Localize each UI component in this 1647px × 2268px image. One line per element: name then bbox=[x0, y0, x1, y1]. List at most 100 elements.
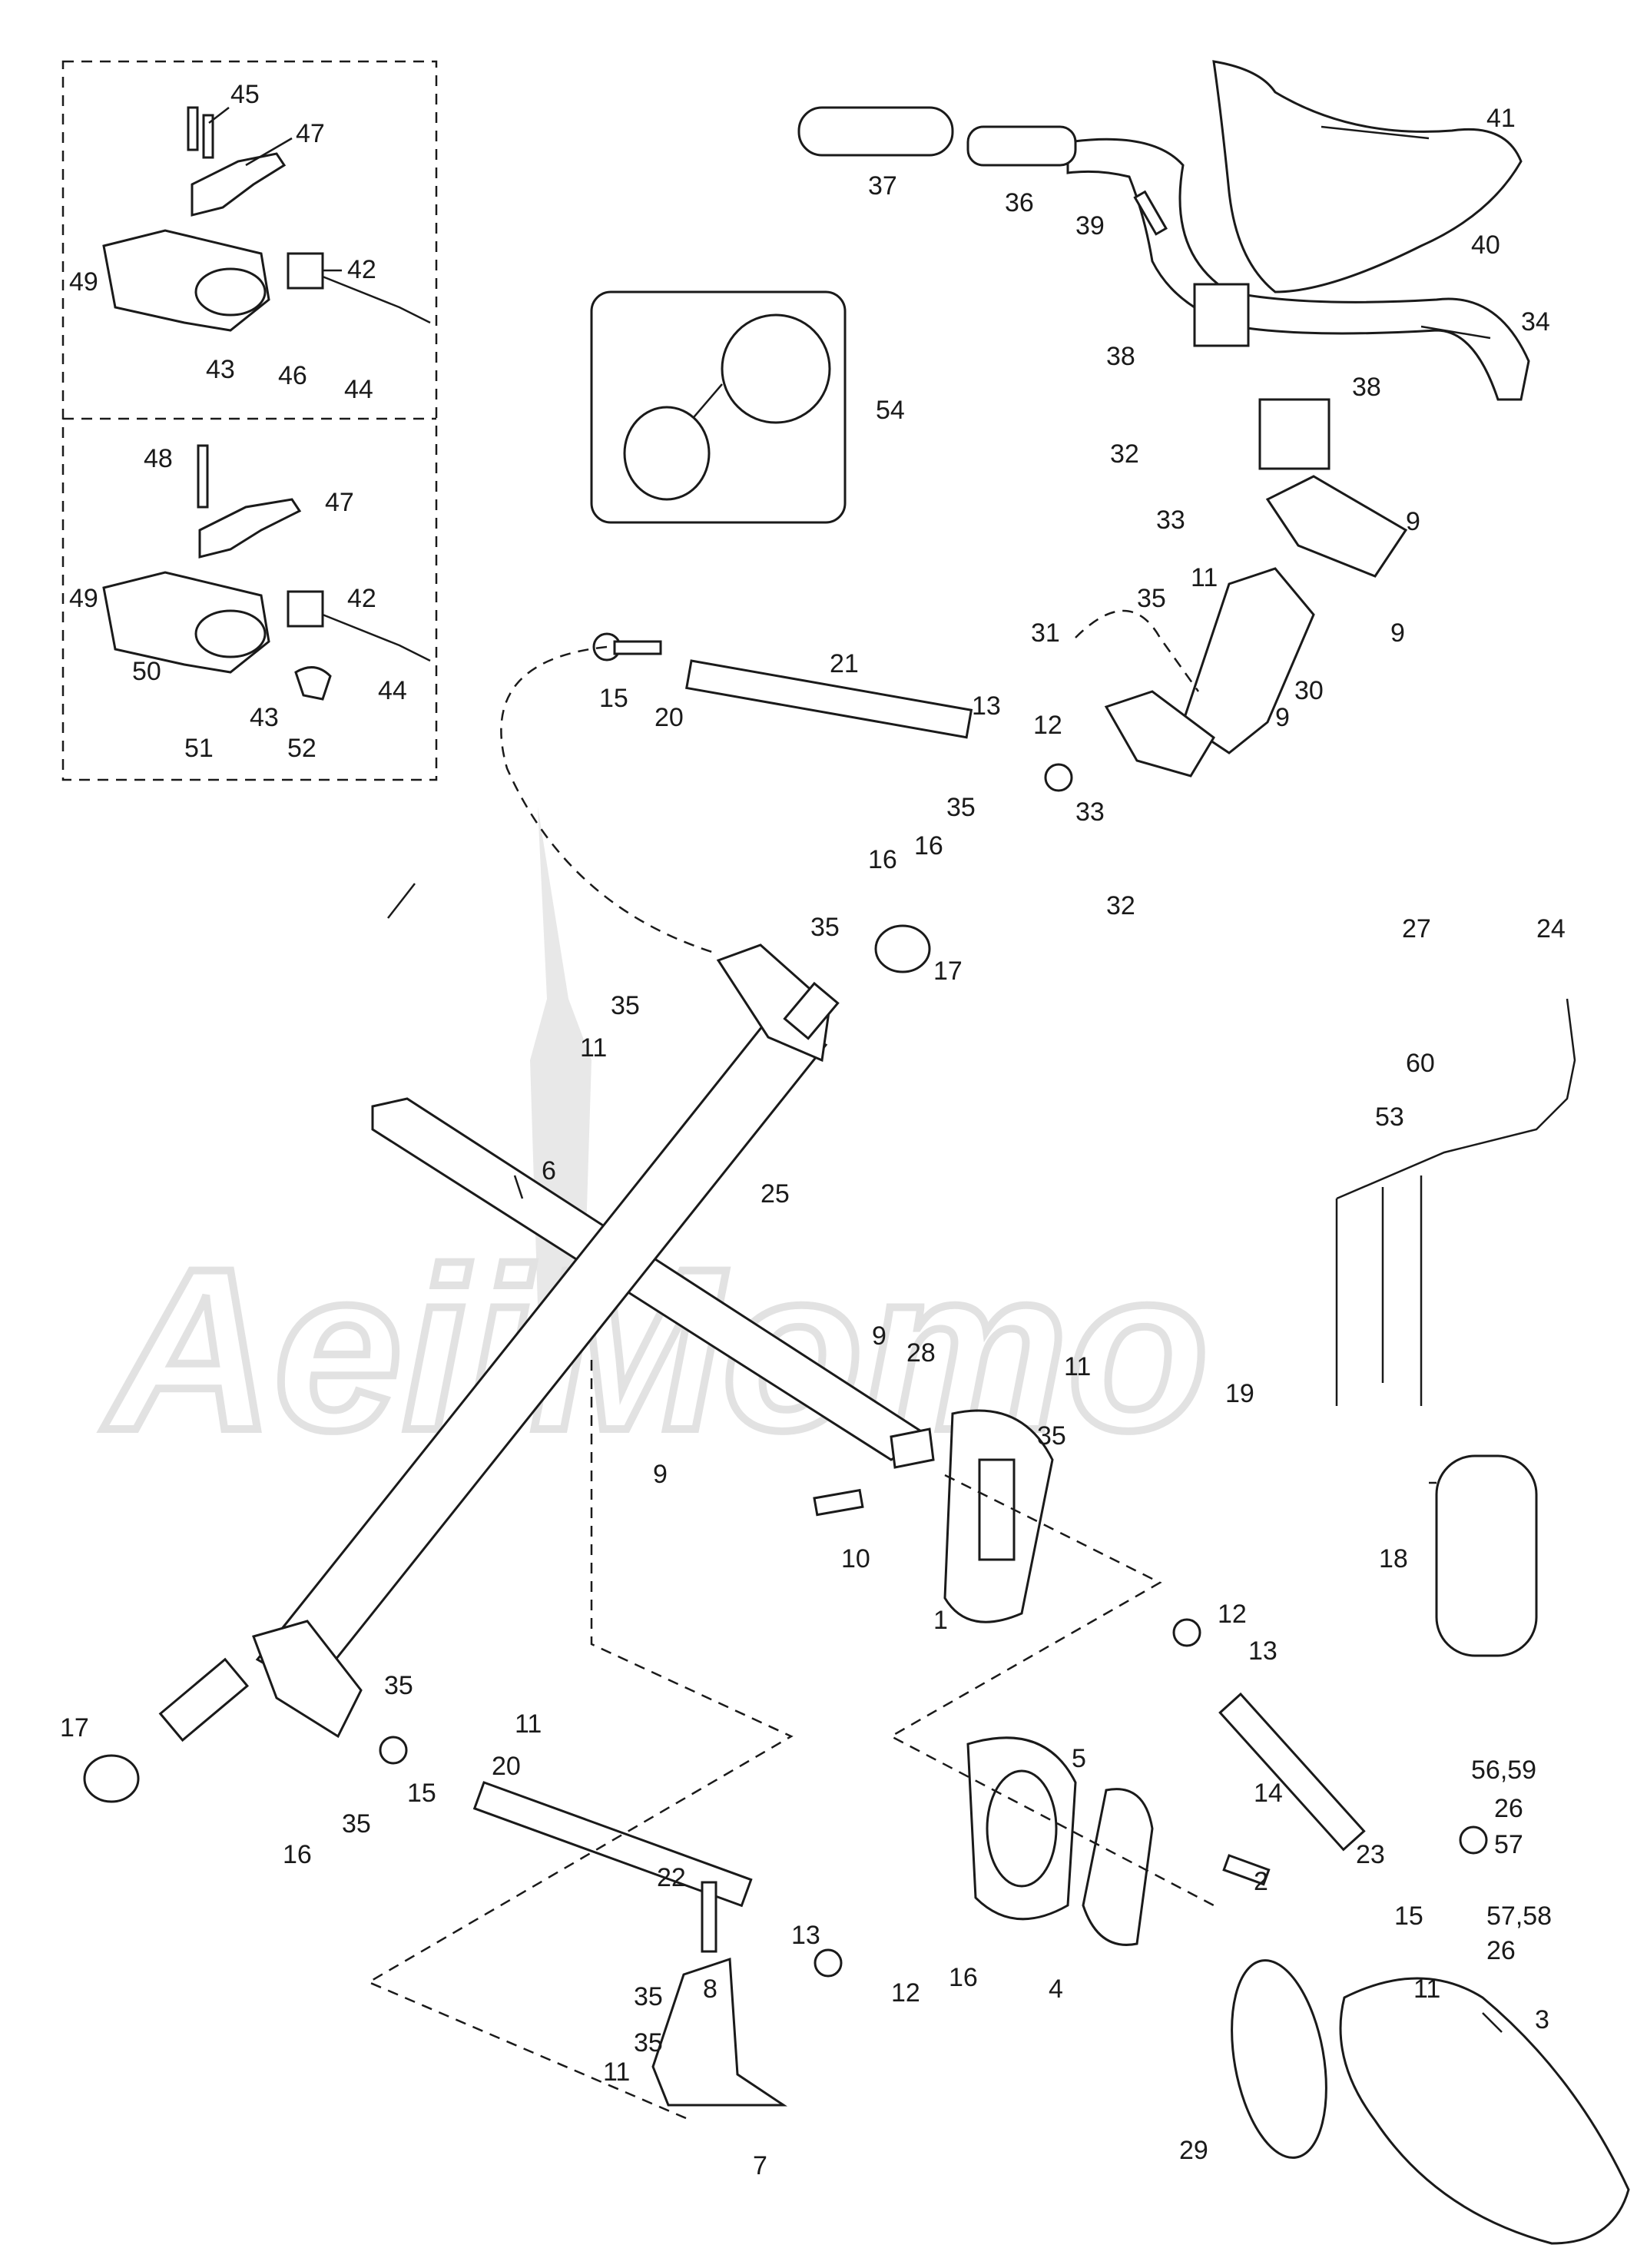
callout-labels: 45 47 42 49 43 46 44 48 47 49 42 50 43 4… bbox=[60, 80, 1566, 2180]
callout-label: 11 bbox=[515, 1709, 542, 1739]
callout-label: 35 bbox=[634, 1982, 663, 2011]
leader-47a bbox=[245, 137, 293, 167]
boot-3 bbox=[1339, 1977, 1630, 2245]
callout-label: 16 bbox=[283, 1840, 312, 1869]
cross-tube-end bbox=[890, 1427, 935, 1469]
rod-end-shank-15a bbox=[613, 640, 662, 655]
bolt-8 bbox=[701, 1881, 717, 1953]
tie-rod-14 bbox=[1218, 1692, 1366, 1852]
steering-flange bbox=[1104, 690, 1215, 778]
steering-bracket-30 bbox=[1181, 567, 1315, 754]
callout-label: 16 bbox=[868, 845, 897, 874]
callout-label: 60 bbox=[1406, 1049, 1435, 1078]
callout-label: 31 bbox=[1031, 618, 1060, 648]
callout-label: 38 bbox=[1106, 342, 1135, 371]
callout-label: 2 bbox=[1254, 1867, 1268, 1896]
rod-end-12c bbox=[1172, 1618, 1201, 1647]
callout-label: 7 bbox=[753, 2151, 767, 2180]
callout-label: 35 bbox=[1137, 584, 1166, 613]
flange-gasket-1-opening bbox=[978, 1458, 1016, 1561]
tie-rod-22 bbox=[472, 1781, 753, 1908]
callout-label: 9 bbox=[872, 1321, 886, 1351]
callout-label: 44 bbox=[344, 375, 373, 404]
callout-label: 6 bbox=[542, 1156, 556, 1185]
callout-label: 20 bbox=[654, 703, 684, 732]
callout-label: 13 bbox=[791, 1921, 820, 1950]
callout-label: 24 bbox=[1536, 914, 1566, 943]
leader-45 bbox=[208, 107, 230, 124]
steering-column bbox=[83, 924, 935, 2122]
callout-label: 53 bbox=[1375, 1102, 1404, 1132]
callout-label: 50 bbox=[132, 657, 161, 686]
callout-label: 8 bbox=[703, 1975, 717, 2004]
callout-label: 10 bbox=[841, 1544, 870, 1573]
callout-label: 17 bbox=[933, 957, 963, 986]
callout-label: 49 bbox=[69, 267, 98, 297]
callout-label: 35 bbox=[342, 1809, 371, 1839]
callout-label: 20 bbox=[492, 1752, 521, 1781]
callout-label: 25 bbox=[761, 1179, 790, 1209]
callout-label: 27 bbox=[1402, 914, 1431, 943]
callout-label: 28 bbox=[906, 1338, 936, 1368]
callout-label: 5 bbox=[1072, 1744, 1086, 1773]
switch-housing-inset bbox=[61, 60, 438, 781]
callout-label: 37 bbox=[868, 171, 897, 201]
cover-cap bbox=[294, 666, 332, 701]
rod-end-15c bbox=[1459, 1825, 1488, 1855]
column-bottom-shaft bbox=[158, 1657, 250, 1742]
callout-label: 38 bbox=[1352, 373, 1381, 402]
callout-label: 19 bbox=[1225, 1379, 1254, 1408]
callout-label: 56,59 bbox=[1471, 1756, 1536, 1785]
callout-label: 42 bbox=[347, 255, 376, 284]
switch-housing-lower-opening bbox=[194, 609, 267, 658]
tie-rod-21 bbox=[685, 659, 973, 739]
screw-upper-a bbox=[187, 106, 199, 151]
callout-label: 47 bbox=[325, 488, 354, 517]
horn-inset bbox=[590, 290, 847, 524]
column-bottom-bracket bbox=[252, 1620, 363, 1739]
watermark-spire bbox=[530, 807, 592, 1306]
callout-label: 35 bbox=[634, 2028, 663, 2057]
callout-label: 9 bbox=[1275, 703, 1290, 732]
callout-label: 14 bbox=[1254, 1779, 1283, 1808]
callout-label: 33 bbox=[1075, 797, 1105, 827]
callout-label: 26 bbox=[1494, 1794, 1523, 1823]
callout-label: 46 bbox=[278, 361, 307, 390]
callout-label: 33 bbox=[1156, 506, 1185, 535]
callout-label: 48 bbox=[144, 444, 173, 473]
riser-clamp-upper bbox=[1193, 283, 1250, 347]
callout-label: 32 bbox=[1106, 891, 1135, 920]
hose-clamp-29 bbox=[1231, 1959, 1327, 2159]
callout-label: 26 bbox=[1486, 1936, 1516, 1965]
switch-block-lower bbox=[287, 590, 324, 628]
callout-label: 35 bbox=[1037, 1421, 1066, 1451]
leader-6 bbox=[513, 1175, 524, 1199]
callout-label: 51 bbox=[184, 734, 214, 763]
windscreen bbox=[1212, 60, 1523, 293]
callout-label: 17 bbox=[60, 1713, 89, 1742]
handlebar-bolt bbox=[1133, 190, 1168, 236]
assembly-path-center bbox=[366, 1360, 794, 2122]
bolt-10 bbox=[813, 1488, 864, 1517]
callout-label: 9 bbox=[1390, 618, 1405, 648]
callout-label: 9 bbox=[1406, 507, 1420, 536]
callout-label: 18 bbox=[1379, 1544, 1408, 1573]
callout-label: 23 bbox=[1356, 1840, 1385, 1869]
callout-label: 43 bbox=[206, 355, 235, 384]
rod-end-12a bbox=[1044, 763, 1073, 792]
callout-label: 35 bbox=[946, 793, 976, 822]
callout-label: 11 bbox=[603, 2057, 630, 2087]
throttle-grip bbox=[966, 125, 1077, 167]
callout-label: 34 bbox=[1521, 307, 1550, 337]
handlebar-assembly bbox=[797, 60, 1530, 578]
callout-label: 16 bbox=[949, 1963, 978, 1992]
leader-3 bbox=[1482, 2012, 1503, 2033]
callout-label: 12 bbox=[1033, 711, 1062, 740]
callout-label: 54 bbox=[876, 396, 905, 425]
callout-label: 57 bbox=[1494, 1830, 1523, 1859]
callout-label: 12 bbox=[1218, 1600, 1247, 1629]
callout-label: 35 bbox=[611, 991, 640, 1020]
rod-end-12b bbox=[814, 1948, 843, 1978]
callout-label: 11 bbox=[1064, 1352, 1091, 1381]
lever-upper bbox=[191, 152, 287, 217]
